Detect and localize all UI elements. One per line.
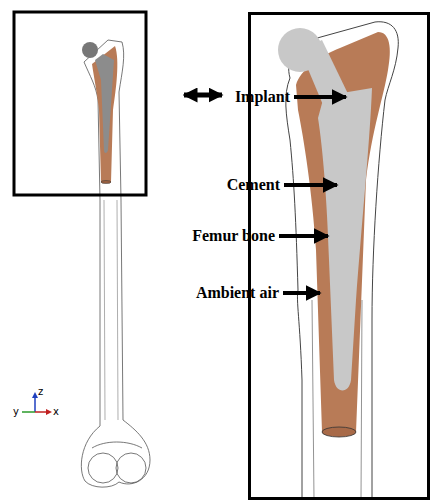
double-arrow (184, 93, 222, 98)
axis-label: z (38, 387, 43, 397)
leader-arrows (279, 97, 346, 293)
femur-detail (250, 14, 429, 500)
part-label: Implant (235, 89, 290, 105)
axis-label: y (13, 407, 19, 417)
axis-label: x (53, 407, 59, 417)
part-label: Cement (227, 177, 280, 193)
part-label: Femur bone (192, 228, 275, 244)
part-label: Ambient air (196, 285, 279, 301)
axis-triad (22, 392, 52, 415)
femur-overview (14, 12, 150, 487)
